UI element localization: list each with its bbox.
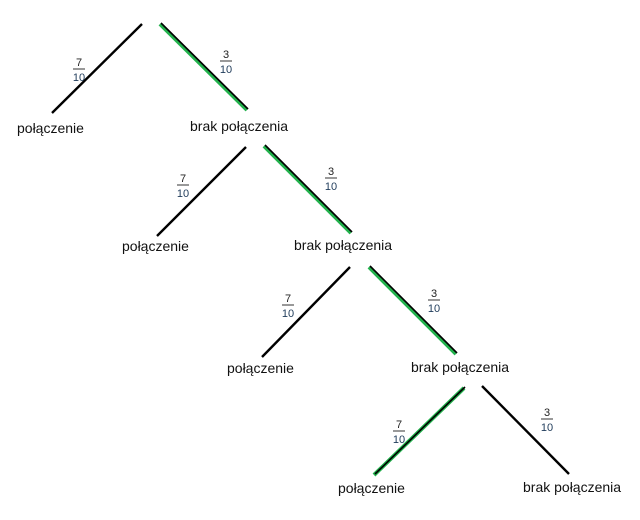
node-brak-polaczenia-2: brak połączenia <box>411 359 509 375</box>
node-polaczenie-1: połączenie <box>122 238 189 254</box>
branch-right-0 <box>160 22 249 110</box>
prob-left-2-numerator: 7 <box>285 293 291 305</box>
branch-left-1 <box>156 146 247 237</box>
prob-right-2-numerator: 3 <box>431 288 437 300</box>
branch-right-2 <box>369 265 458 354</box>
node-polaczenie-0: połączenie <box>17 120 84 136</box>
branch-right-0-highlight <box>158 22 249 112</box>
prob-right-0-numerator: 3 <box>223 49 229 61</box>
branch-left-2 <box>261 266 351 358</box>
branch-right-3 <box>481 385 570 475</box>
prob-left-2-denominator: 10 <box>282 308 294 320</box>
branch-left-3 <box>374 386 466 475</box>
node-polaczenie-2: połączenie <box>227 360 294 376</box>
prob-left-0-denominator: 10 <box>73 72 85 84</box>
branch-right-2-highlight <box>367 265 458 356</box>
branch-right-1-highlight <box>262 144 353 235</box>
prob-right-2-denominator: 10 <box>428 303 440 315</box>
node-polaczenie-3: połączenie <box>338 480 405 496</box>
node-brak-polaczenia-1: brak połączenia <box>294 237 392 253</box>
node-brak-polaczenia-3: brak połączenia <box>523 479 621 495</box>
branch-left-0 <box>51 23 143 114</box>
prob-right-3-denominator: 10 <box>541 422 553 434</box>
branch-right-1 <box>264 144 353 233</box>
prob-right-1-denominator: 10 <box>325 181 337 193</box>
prob-right-3-numerator: 3 <box>544 407 550 419</box>
prob-right-0-denominator: 10 <box>220 64 232 76</box>
prob-right-1-numerator: 3 <box>328 166 334 178</box>
prob-left-1-numerator: 7 <box>180 173 186 185</box>
prob-left-0-numerator: 7 <box>76 57 82 69</box>
prob-left-3-denominator: 10 <box>393 434 405 446</box>
prob-left-3-numerator: 7 <box>396 419 402 431</box>
node-brak-polaczenia-0: brak połączenia <box>190 118 288 134</box>
prob-left-1-denominator: 10 <box>177 188 189 200</box>
